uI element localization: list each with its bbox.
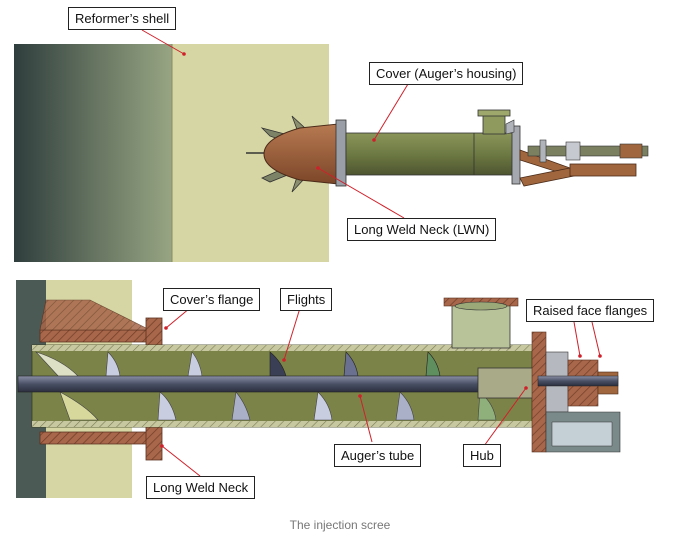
figure-caption: The injection scree — [289, 518, 391, 532]
label-reformer-shell: Reformer’s shell — [68, 7, 177, 30]
hub — [477, 367, 539, 399]
label-lwn: Long Weld Neck (LWN) — [347, 218, 497, 241]
auger-tube — [17, 375, 479, 393]
flights — [35, 351, 497, 421]
label-cover-flange: Cover’s flange — [163, 288, 261, 311]
label-long-weld-neck: Long Weld Neck — [146, 476, 256, 499]
cover-flange-lower — [145, 425, 163, 461]
top-view — [14, 44, 649, 262]
cover-housing-top — [345, 132, 517, 176]
leader-lines — [141, 29, 601, 477]
label-hub: Hub — [463, 444, 501, 467]
label-cover: Cover (Auger’s housing) — [369, 62, 524, 85]
reformer-shell-dark — [14, 44, 172, 262]
section-view — [16, 280, 621, 498]
label-flights: Flights — [280, 288, 333, 311]
nozzle-section — [451, 303, 511, 349]
long-weld-neck-upper — [39, 329, 151, 343]
label-raised-face-flanges: Raised face flanges — [526, 299, 655, 322]
label-auger-tube: Auger’s tube — [334, 444, 422, 467]
long-weld-neck-lower — [39, 431, 151, 445]
drive-assembly-top — [519, 139, 649, 187]
flange-top — [335, 119, 347, 187]
cover-flange-upper — [145, 317, 163, 349]
